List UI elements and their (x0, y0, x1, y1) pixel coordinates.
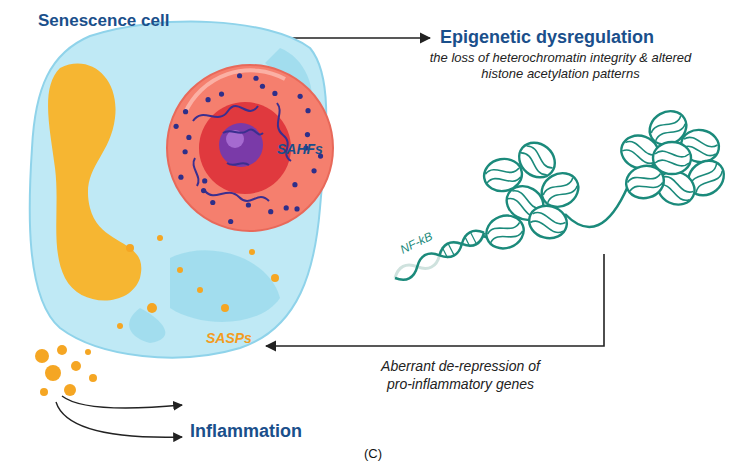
heterochromatin-focus (260, 84, 265, 89)
nucleus: SAHFs (165, 63, 335, 233)
heterochromatin-focus (174, 124, 179, 129)
sasp-particle (126, 244, 134, 252)
heterochromatin-focus (202, 178, 207, 183)
dna-wrap (487, 174, 521, 186)
dna-wrap (621, 148, 655, 165)
heterochromatin-focus (183, 149, 188, 154)
base-pair (442, 247, 447, 258)
particle (45, 365, 61, 381)
base-pair (470, 232, 476, 244)
nucleosome (482, 156, 525, 194)
particle (64, 384, 76, 396)
heterochromatin-focus (298, 94, 303, 99)
secretion-label: SASPs (206, 330, 286, 348)
particle (71, 361, 81, 371)
nucleosome (526, 202, 571, 243)
chromatin-strand (205, 191, 269, 201)
heterochromatin-focus (178, 175, 183, 180)
particle (40, 388, 48, 396)
gene-label: NF-kB (398, 218, 459, 258)
dna-wrap (694, 169, 724, 195)
dna-wrap (487, 220, 521, 237)
dna-wrap (532, 211, 566, 225)
section-heading: Epigenetic dysregulation (440, 26, 740, 49)
heterochromatin-focus (311, 168, 316, 173)
sasp-particle (249, 249, 255, 255)
base-pairs (442, 232, 477, 259)
particle (85, 349, 91, 355)
heterochromatin-focus (210, 200, 215, 205)
dna-wrap (627, 171, 661, 185)
heterochromatin-focus (305, 108, 310, 113)
heterochromatin-focus (205, 97, 210, 102)
dna-wrap (655, 160, 689, 166)
particle (35, 349, 49, 363)
dna-strand (436, 227, 487, 262)
heterochromatin-focus (294, 206, 299, 211)
heterochromatin-focus (253, 76, 258, 81)
heterochromatin-focus (219, 91, 224, 96)
histone-core (526, 202, 571, 243)
particle (57, 345, 67, 355)
leader-arrow (266, 254, 604, 346)
dna-wrap (530, 220, 564, 234)
chromatin-strand (193, 158, 198, 186)
heterochromatin-focus (228, 219, 233, 224)
heterochromatin-focus (201, 188, 206, 193)
heterochromatin-focus (237, 73, 242, 78)
dna-wrap (519, 151, 549, 177)
sasp-particle (117, 323, 123, 329)
dna-wrap (661, 175, 694, 195)
sasp-particle (197, 287, 203, 293)
heterochromatin-focus (292, 182, 297, 187)
sasp-particle (221, 304, 229, 312)
heterochromatin-focus (183, 109, 188, 114)
sasp-particles (35, 345, 97, 396)
heterochromatin-focus (246, 202, 251, 207)
curved-arrow (56, 402, 182, 437)
curved-arrow (62, 396, 182, 408)
chromatin-strand (227, 163, 249, 165)
description-note: the loss of heterochromatin integrity & … (428, 50, 693, 83)
heterochromatin-focus (186, 135, 191, 140)
dna-wrap (490, 228, 524, 245)
heterochromatin-focus (268, 209, 273, 214)
cell-body: Senescence cellSASPsSAHFs (20, 8, 330, 364)
nucleolus-core (219, 123, 263, 167)
chromatin-strand (223, 129, 263, 134)
figure-caption: (C) (0, 446, 746, 462)
base-pair (464, 236, 469, 247)
heterochromatin-focus (284, 205, 289, 210)
dna-wrap (629, 180, 663, 194)
sasp-particle (157, 235, 163, 241)
cytoplasm-shade (170, 250, 280, 322)
dna-wrap (485, 165, 519, 177)
organelle (48, 64, 141, 301)
dna-wrap (546, 183, 578, 205)
heterochromatin-focus (272, 91, 277, 96)
heterochromatin-focus (305, 132, 310, 137)
sasp-particle (271, 274, 279, 282)
cytoplasm-shade (129, 308, 165, 343)
arrow-note: Aberrant de-repression of pro-inflammato… (368, 358, 553, 393)
nucleosome (653, 142, 691, 174)
base-pair (448, 243, 454, 255)
sasp-particle (147, 303, 157, 313)
chromatin-strand (193, 106, 258, 121)
structure-label: SAHFs (277, 141, 347, 159)
dna-wrap (655, 151, 689, 157)
chromatin-fibre (482, 105, 731, 254)
particle (89, 374, 97, 382)
histone-core (482, 156, 525, 194)
outcome-label: Inflammation (190, 420, 350, 443)
cell-heading: Senescence cell (38, 10, 238, 31)
sasp-particle (177, 267, 183, 273)
histone-core (653, 142, 691, 174)
